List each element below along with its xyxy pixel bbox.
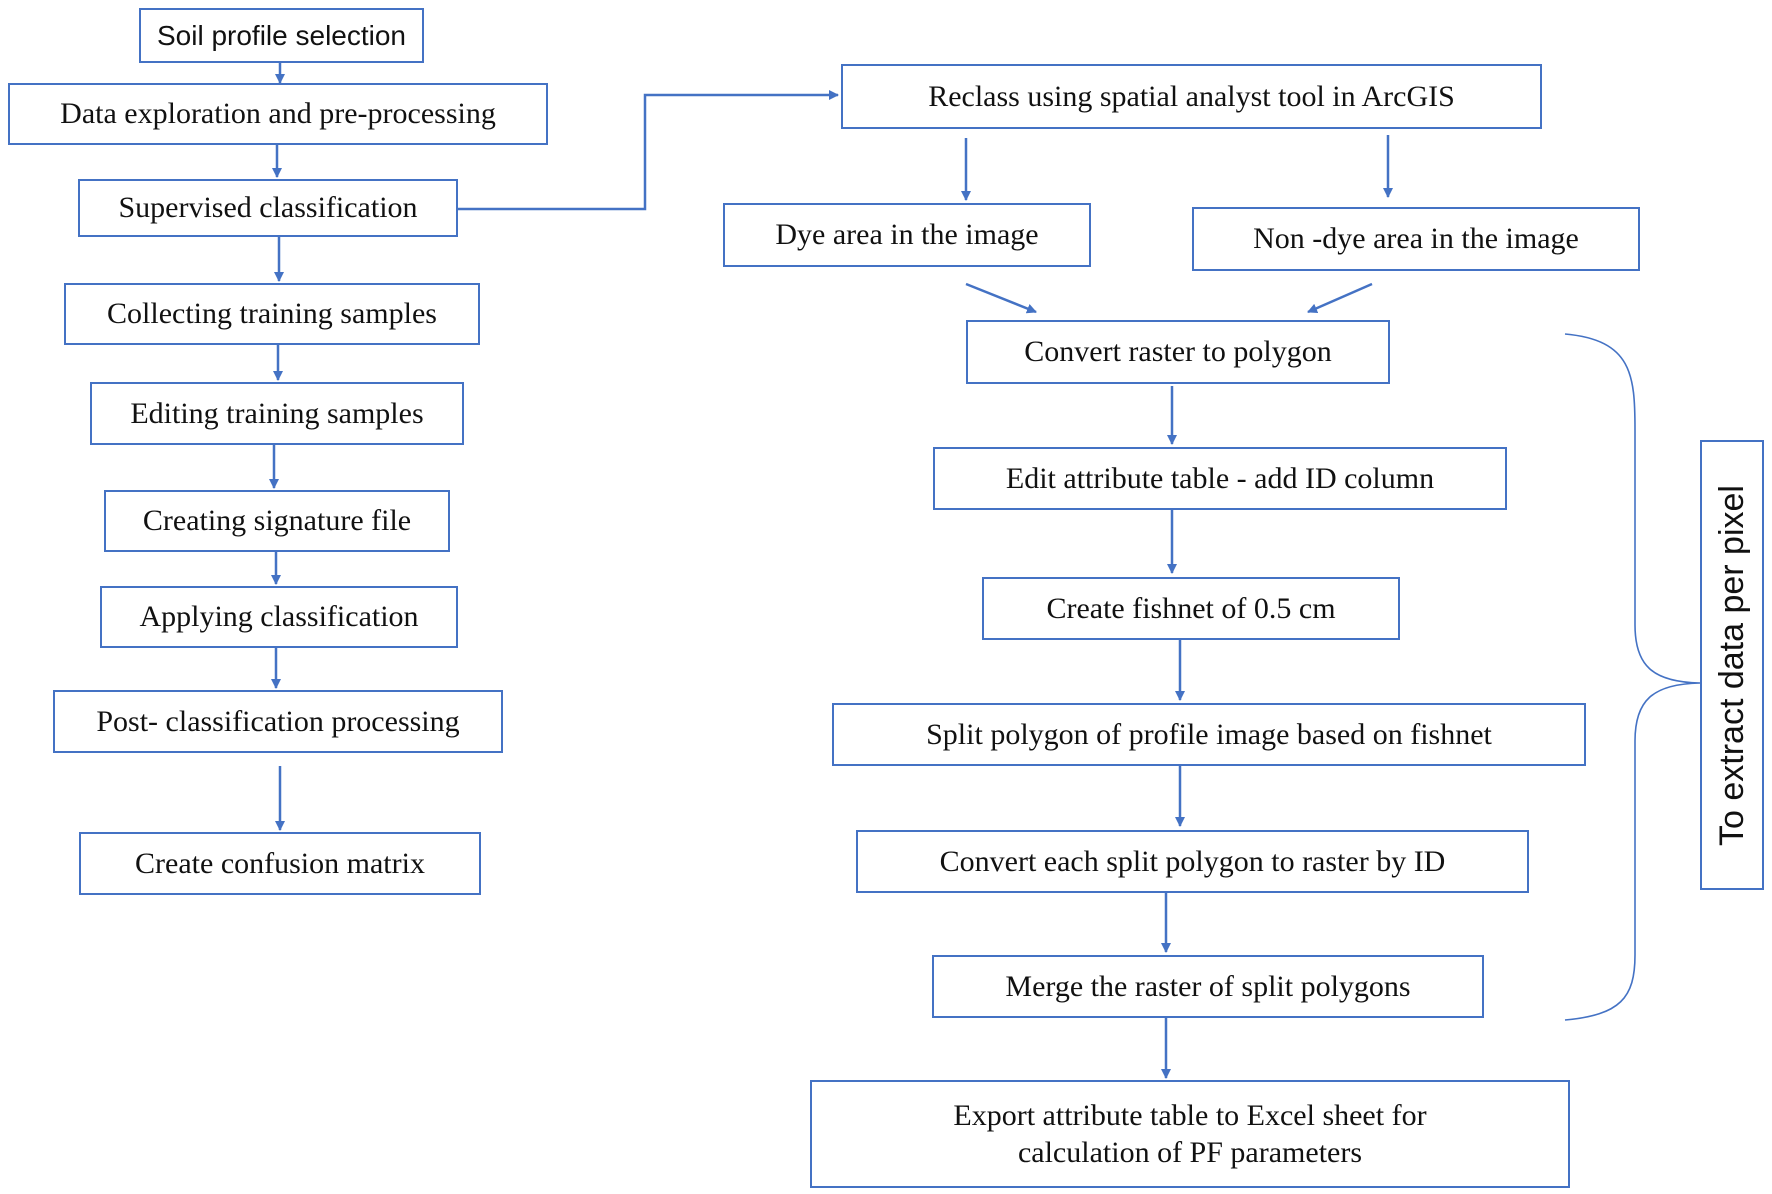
export-line-1: Export attribute table to Excel sheet fo… [953,1098,1427,1132]
brace-label-text: To extract data per pixel [1712,484,1751,846]
step-collecting-training-samples: Collecting training samples [64,283,480,345]
curly-brace [1564,333,1701,1021]
step-reclass-arcgis: Reclass using spatial analyst tool in Ar… [841,64,1542,129]
step-edit-attribute-table: Edit attribute table - add ID column [933,447,1507,510]
step-dye-area: Dye area in the image [723,203,1091,267]
step-post-classification-processing: Post- classification processing [53,690,503,753]
step-editing-training-samples: Editing training samples [90,382,464,445]
step-applying-classification: Applying classification [100,586,458,648]
step-split-polygon: Split polygon of profile image based on … [832,703,1586,766]
step-create-confusion-matrix: Create confusion matrix [79,832,481,895]
arrow-nondye-convert [1307,282,1373,314]
step-convert-split-polygon: Convert each split polygon to raster by … [856,830,1529,893]
arrow-dye-convert [965,282,1037,314]
brace-label: To extract data per pixel [1700,440,1764,890]
step-supervised-classification: Supervised classification [78,179,458,237]
step-merge-raster: Merge the raster of split polygons [932,955,1484,1018]
step-non-dye-area: Non -dye area in the image [1192,207,1640,271]
step-create-fishnet: Create fishnet of 0.5 cm [982,577,1400,640]
export-line-2: calculation of PF parameters [1017,1136,1363,1169]
step-data-exploration: Data exploration and pre-processing [8,83,548,145]
step-convert-raster-to-polygon: Convert raster to polygon [966,320,1390,384]
step-creating-signature-file: Creating signature file [104,490,450,552]
step-export-attribute-table: Export attribute table to Excel sheet fo… [810,1080,1570,1188]
step-soil-profile-selection: Soil profile selection [139,8,424,63]
arrow-to-reclass [455,90,839,211]
